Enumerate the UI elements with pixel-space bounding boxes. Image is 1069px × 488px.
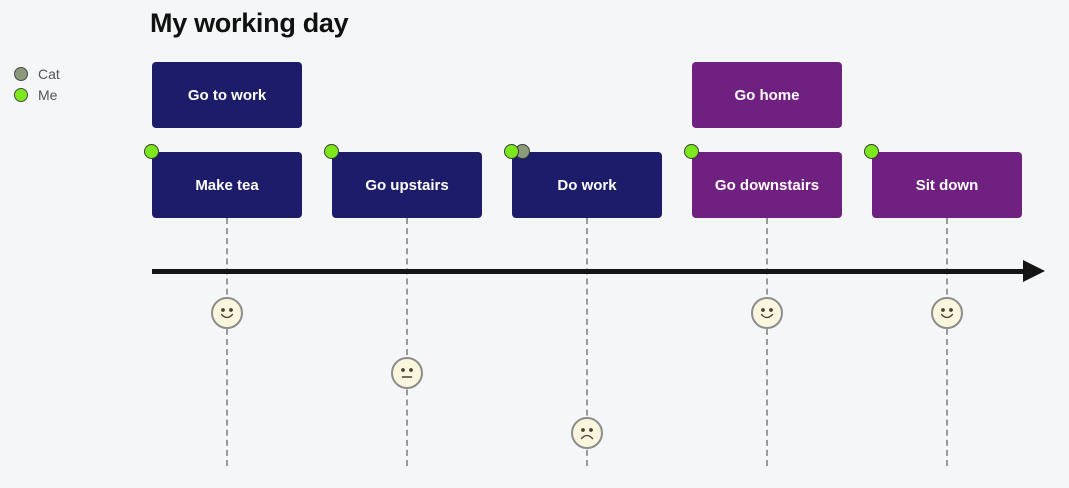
legend-label-me: Me <box>38 86 58 103</box>
actor-dot-me <box>144 144 159 159</box>
task-label: Go to work <box>187 86 267 104</box>
timeline-arrow-icon <box>1023 260 1045 282</box>
mood-face-neutral-icon <box>391 357 423 389</box>
actor-dot-me <box>684 144 699 159</box>
task-label: Go upstairs <box>365 176 449 194</box>
timeline-axis <box>152 269 1023 274</box>
actor-dot-me <box>324 144 339 159</box>
column-guide-4 <box>766 218 768 466</box>
task-box-make-tea[interactable]: Make tea <box>144 144 302 218</box>
column-guide-2 <box>406 218 408 466</box>
legend-swatch-cat <box>14 66 28 81</box>
mood-face-happy-icon <box>211 297 243 329</box>
actor-dot-me <box>864 144 879 159</box>
column-guide-5 <box>946 218 948 466</box>
column-guide-3 <box>586 218 588 466</box>
legend: Cat Me <box>14 63 60 105</box>
actor-dot-me <box>504 144 519 159</box>
column-guide-1 <box>226 218 228 466</box>
legend-item-me: Me <box>14 84 60 105</box>
task-box-sit-down[interactable]: Sit down <box>864 144 1022 218</box>
task-label: Go downstairs <box>714 176 820 194</box>
mood-face-happy-icon <box>751 297 783 329</box>
task-label: Sit down <box>915 176 979 194</box>
task-box-go-to-work[interactable]: Go to work <box>152 62 302 128</box>
mood-face-happy-icon <box>931 297 963 329</box>
legend-label-cat: Cat <box>38 65 60 82</box>
task-label: Go home <box>734 86 800 104</box>
task-label: Do work <box>557 176 617 194</box>
mood-face-sad-icon <box>571 417 603 449</box>
task-box-go-home[interactable]: Go home <box>692 62 842 128</box>
task-label: Make tea <box>195 176 259 194</box>
legend-swatch-me <box>14 87 28 102</box>
task-box-go-upstairs[interactable]: Go upstairs <box>324 144 482 218</box>
legend-item-cat: Cat <box>14 63 60 84</box>
page-title: My working day <box>150 8 349 38</box>
task-box-do-work[interactable]: Do work <box>504 144 662 218</box>
task-box-go-downstairs[interactable]: Go downstairs <box>684 144 842 218</box>
